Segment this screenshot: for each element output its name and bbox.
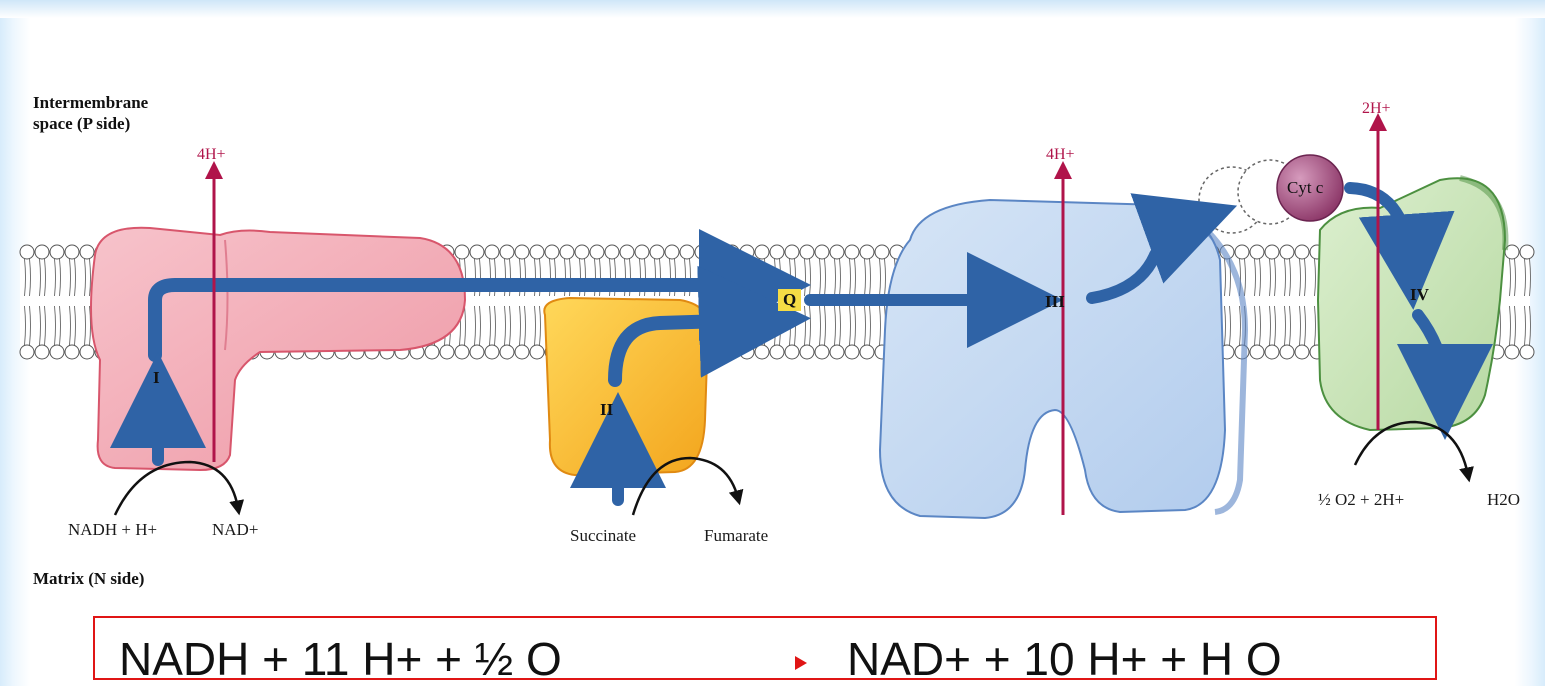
complex-III-label: III <box>1045 292 1065 312</box>
equation-right: NAD+ + 10 H+ + H O <box>847 632 1282 686</box>
oxygen-label: ½ O2 + 2H+ <box>1318 490 1404 510</box>
cyt-c-label: Cyt c <box>1287 178 1323 198</box>
complex-I-label: I <box>153 368 160 388</box>
equation-box: NADH + 11 H+ + ½ O NAD+ + 10 H+ + H O <box>93 616 1437 680</box>
complex-IV-label: IV <box>1410 285 1429 305</box>
equation-left: NADH + 11 H+ + ½ O <box>119 632 562 686</box>
fumarate-label: Fumarate <box>704 526 768 546</box>
electron-transport-chain-diagram <box>0 0 1545 652</box>
succinate-label: Succinate <box>570 526 636 546</box>
proton-label-III: 4H+ <box>1046 146 1075 164</box>
complex-II-label: II <box>600 400 613 420</box>
n-side-label: Matrix (N side) <box>33 568 144 589</box>
reaction-arrows <box>115 422 1468 515</box>
proton-label-I: 4H+ <box>197 146 226 164</box>
p-side-label-line1: Intermembrane <box>33 92 148 113</box>
nadh-label: NADH + H+ <box>68 520 157 540</box>
nad-label: NAD+ <box>212 520 258 540</box>
complex-I <box>91 228 465 470</box>
p-side-label-line2: space (P side) <box>33 113 130 134</box>
ubiquinone-label: Q <box>778 289 801 311</box>
proton-label-IV: 2H+ <box>1362 100 1391 118</box>
water-label: H2O <box>1487 490 1520 510</box>
equation-arrow-icon <box>795 656 807 670</box>
